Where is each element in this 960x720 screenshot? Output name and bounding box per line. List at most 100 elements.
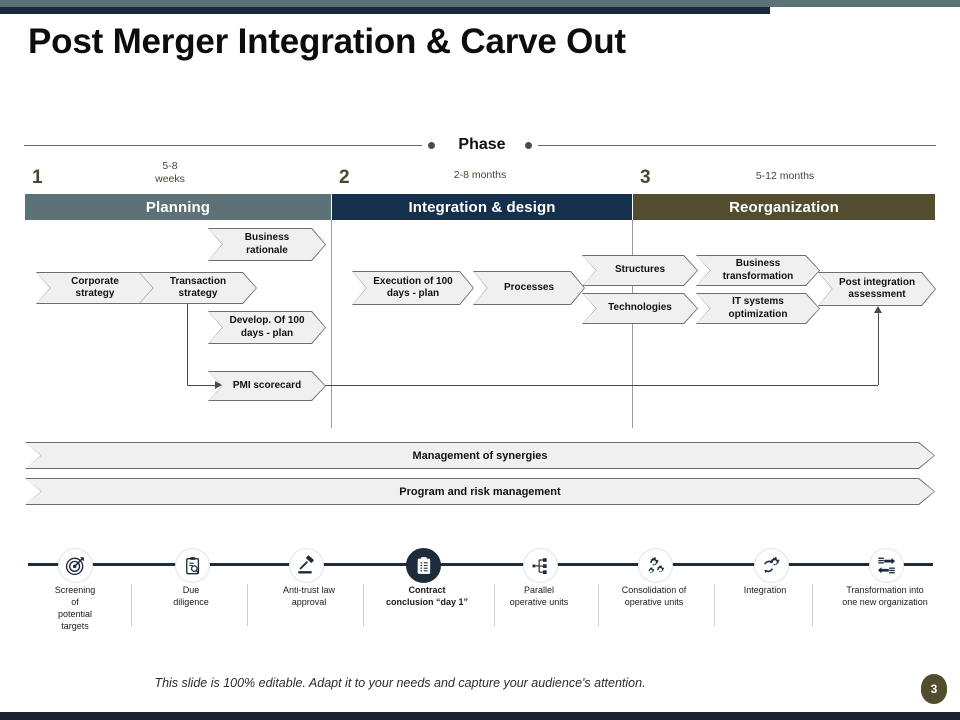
chevron-transaction-strategy-line1: Transaction	[169, 275, 227, 287]
gears-icon	[648, 557, 665, 574]
timeline-label-transformation: Transformation into one new organization	[820, 584, 950, 608]
chevron-it-systems-text: IT systems optimization	[696, 293, 820, 324]
phase-duration-1: 5-8 weeks	[135, 160, 205, 186]
timeline-label-parallel-line2: operative units	[509, 597, 569, 608]
chevron-technologies-text: Technologies	[608, 302, 672, 314]
chevron-processes-fill	[474, 272, 584, 304]
chevron-business-transformation-line1: Business	[735, 258, 781, 269]
timeline-separator-6	[714, 584, 715, 626]
chevron-post-integration-text: Post integration assessment	[818, 272, 936, 306]
chevron-business-rationale-text: Business rationale	[208, 228, 326, 261]
timeline-label-anti-trust: Anti-trust law approval	[263, 584, 355, 608]
chevron-transaction-strategy-fill	[140, 273, 256, 303]
chevron-transaction-strategy-text: Transaction strategy	[139, 272, 257, 304]
timeline-node-anti-trust-law-approval[interactable]	[289, 548, 324, 583]
chevron-technologies-fill	[583, 294, 697, 323]
timeline-axis	[28, 563, 933, 566]
top-accent-bar-teal	[0, 0, 960, 7]
merge-arrows-icon	[877, 557, 896, 574]
page-title: Post Merger Integration & Carve Out	[28, 22, 626, 61]
phase-number-1: 1	[32, 167, 43, 188]
phase-header: Phase	[24, 136, 936, 154]
band-management-of-synergies-text: Management of synergies	[412, 449, 548, 462]
timeline-label-parallel-line1: Parallel	[523, 585, 554, 595]
chevron-transaction-strategy-line2: strategy	[178, 288, 218, 299]
chevron-it-systems-fill	[697, 294, 819, 323]
chevron-structures-text: Structures	[614, 264, 665, 276]
timeline-node-consolidation-of-operative-units[interactable]	[638, 548, 673, 583]
connector-post-vertical	[878, 312, 879, 385]
timeline-separator-2	[247, 584, 248, 626]
timeline-label-due-diligence-line2: diligence	[173, 597, 209, 608]
timeline-label-contract-line1: Contract	[408, 585, 446, 595]
chevron-pmi-scorecard-text: PMI scorecard	[232, 379, 302, 391]
timeline-label-integration-line1: Integration	[743, 585, 787, 595]
timeline-node-due-diligence[interactable]	[175, 548, 210, 583]
phase-duration-1-line2: weeks	[155, 173, 185, 186]
chevron-processes[interactable]: Processes	[473, 271, 585, 305]
chevron-it-systems-optimization[interactable]: IT systems optimization	[696, 293, 820, 324]
chevron-business-rationale-fill	[209, 229, 325, 260]
connector-arrow-to-pmi	[215, 381, 222, 389]
band-management-of-synergies[interactable]: Management of synergies	[25, 442, 935, 469]
chevron-pmi-scorecard[interactable]: PMI scorecard	[208, 371, 326, 401]
phase-divider-line-2	[632, 220, 633, 428]
timeline-node-parallel-operative-units[interactable]	[523, 548, 558, 583]
phase-header-dot-right	[525, 142, 532, 149]
chevron-structures[interactable]: Structures	[582, 255, 698, 286]
timeline-node-transformation-into-one-new-organization[interactable]	[869, 548, 904, 583]
chevron-corporate-strategy-line2: strategy	[75, 288, 115, 299]
clipboard-search-icon	[185, 556, 199, 574]
chevron-develop-100-days-plan[interactable]: Develop. Of 100 days - plan	[208, 311, 326, 344]
chevron-post-integration-fill	[819, 273, 935, 305]
chevron-develop-100-text: Develop. Of 100 days - plan	[208, 311, 326, 344]
contract-clipboard-icon	[417, 556, 430, 574]
timeline-label-parallel-units: Parallel operative units	[487, 584, 591, 608]
top-accent-bar-navy	[0, 7, 770, 14]
page-number-badge: 3	[921, 674, 947, 704]
band-program-and-risk-management[interactable]: Program and risk management	[25, 478, 935, 505]
timeline-node-screening-of-potential-targets[interactable]	[58, 548, 93, 583]
chevron-execution-100-line2: days - plan	[386, 288, 440, 299]
target-icon	[65, 557, 85, 576]
chevron-pmi-scorecard-fill	[209, 372, 325, 400]
chevron-develop-100-fill	[209, 312, 325, 343]
gear-arrows-icon	[764, 556, 780, 574]
timeline-separator-4	[494, 584, 495, 626]
band-program-risk-fill	[26, 479, 934, 504]
phase-bar-integration-design[interactable]: Integration & design	[332, 194, 632, 220]
chevron-business-rationale[interactable]: Business rationale	[208, 228, 326, 261]
timeline-node-integration[interactable]	[754, 548, 789, 583]
chevron-business-rationale-line2: rationale	[246, 244, 288, 256]
connector-arrow-to-post-integration	[874, 306, 882, 313]
chevron-corporate-strategy-text: Corporate strategy	[36, 272, 154, 304]
chevron-business-transformation-fill	[697, 256, 819, 285]
chevron-execution-100-days-plan[interactable]: Execution of 100 days - plan	[352, 271, 474, 305]
timeline-separator-3	[363, 584, 364, 626]
chevron-business-transformation[interactable]: Business transformation	[696, 255, 820, 286]
chevron-execution-100-text: Execution of 100 days - plan	[352, 271, 474, 305]
timeline-label-consolidation-line1: Consolidation of	[621, 585, 687, 595]
chevron-transaction-strategy[interactable]: Transaction strategy	[139, 272, 257, 304]
chevron-technologies[interactable]: Technologies	[582, 293, 698, 324]
phase-header-dot-left	[428, 142, 435, 149]
phase-bar-planning[interactable]: Planning	[25, 194, 331, 220]
chevron-business-transformation-text: Business transformation	[696, 255, 820, 286]
chevron-processes-text: Processes	[503, 281, 555, 293]
timeline-node-contract-conclusion[interactable]	[406, 548, 441, 583]
band-program-risk-text: Program and risk management	[399, 485, 561, 498]
timeline-label-screening-line3: potential	[57, 609, 93, 620]
chevron-post-integration-assessment[interactable]: Post integration assessment	[818, 272, 936, 306]
chevron-it-systems-line2: optimization	[728, 308, 788, 320]
phase-number-3: 3	[640, 167, 651, 188]
phase-bar-reorganization[interactable]: Reorganization	[633, 194, 935, 220]
timeline-label-transformation-line1: Transformation into	[846, 585, 924, 595]
phase-header-line-left	[24, 145, 422, 146]
chevron-it-systems-line1: IT systems	[732, 296, 784, 307]
chevron-corporate-strategy[interactable]: Corporate strategy	[36, 272, 154, 304]
chevron-post-integration-line1: Post integration	[838, 276, 916, 288]
timeline-label-due-diligence-line1: Due	[182, 585, 200, 595]
timeline-label-anti-trust-line2: approval	[291, 597, 327, 608]
connector-transaction-to-pmi-horizontal	[187, 385, 217, 386]
chevron-execution-100-line1: Execution of 100	[373, 275, 453, 287]
